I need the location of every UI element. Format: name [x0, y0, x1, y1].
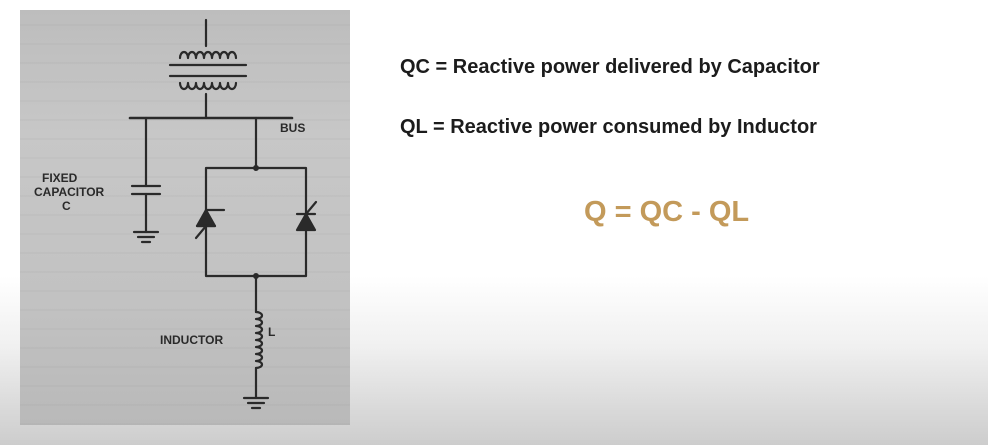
- capacitor-label-line2: CAPACITOR: [34, 185, 105, 199]
- junction-dot: [253, 165, 259, 171]
- fixed-capacitor-symbol: [130, 116, 162, 234]
- qc-definition: QC = Reactive power delivered by Capacit…: [400, 56, 820, 78]
- ql-definition: QL = Reactive power consumed by Inductor: [400, 116, 817, 138]
- inductor-coil-icon: [254, 310, 264, 370]
- reactive-power-formula: Q = QC - QL: [584, 196, 750, 228]
- capacitor-label-line3: C: [62, 199, 71, 213]
- bus-label: BUS: [280, 121, 305, 135]
- junction-dot: [253, 273, 259, 279]
- circuit-diagram: BUS FIXED CAPACITOR C INDUCTOR L: [34, 18, 318, 410]
- circuit-photo: BUS FIXED CAPACITOR C INDUCTOR L: [20, 10, 350, 425]
- thyristor-right-icon: [295, 200, 318, 232]
- capacitor-label-line1: FIXED: [42, 171, 78, 185]
- thyristor-box: [204, 166, 308, 278]
- capacitor-ground-icon: [132, 230, 160, 244]
- transformer-symbol: [168, 18, 248, 120]
- inductor-ground-icon: [242, 396, 270, 410]
- inductor-symbol-label: L: [268, 325, 275, 339]
- thyristor-left-icon: [194, 208, 226, 240]
- inductor-label: INDUCTOR: [160, 333, 223, 347]
